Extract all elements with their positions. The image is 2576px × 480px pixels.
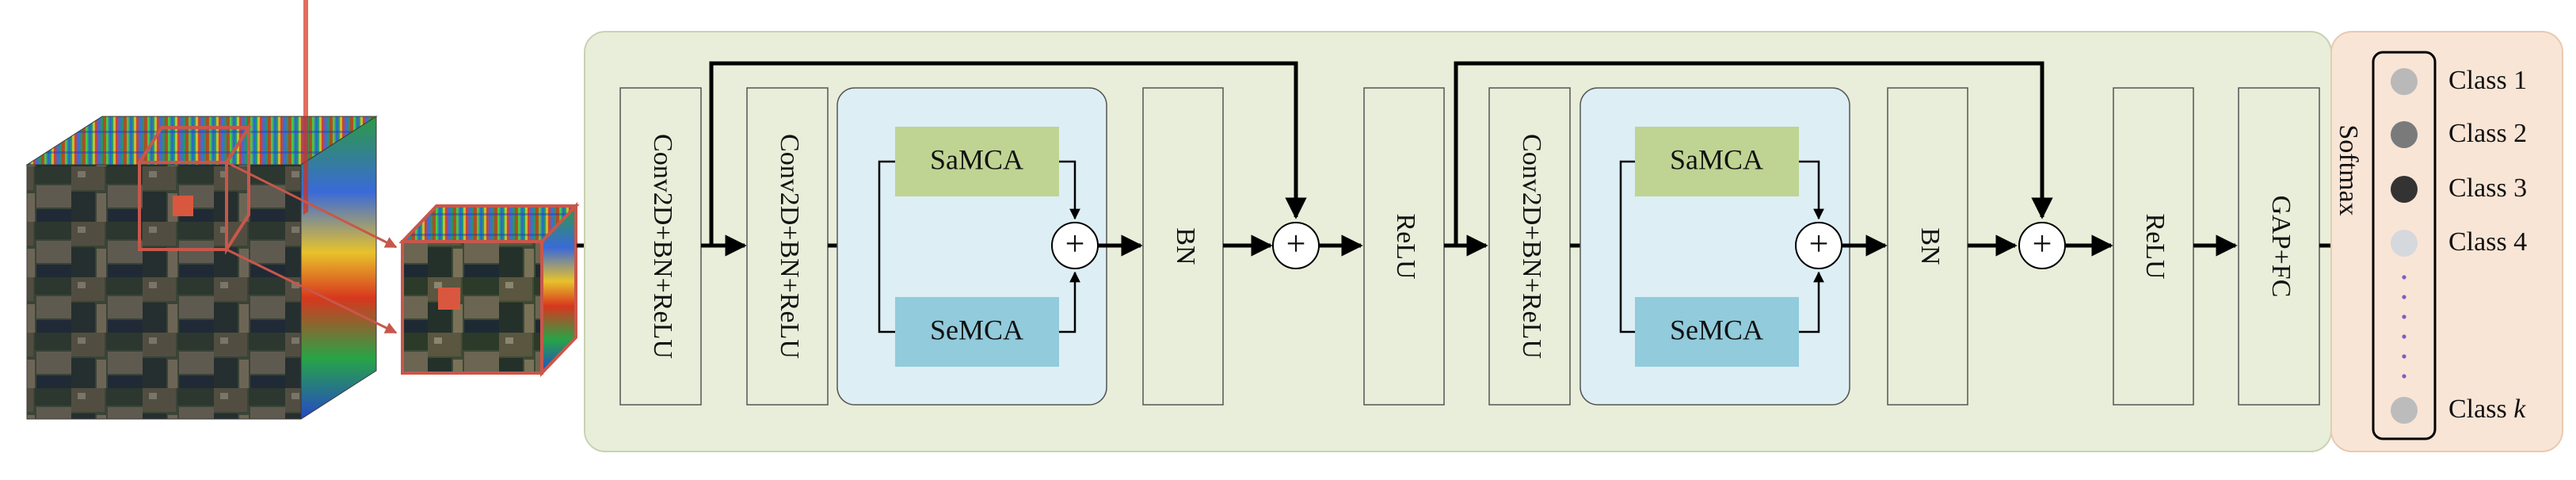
class-dot-1	[2391, 68, 2418, 95]
relu-block-2: ReLU	[2113, 87, 2194, 406]
residual-add-2-symbol: +	[2033, 224, 2052, 263]
conv-block-1: Conv2D+BN+ReLU	[619, 87, 702, 406]
patch-extraction-arrows	[226, 161, 398, 334]
attention-block-1: SaMCA SeMCA +	[836, 87, 1107, 406]
class-dot-k	[2391, 397, 2418, 424]
conv-block-3: Conv2D+BN+ReLU	[1488, 87, 1571, 406]
conv-block-3-label: Conv2D+BN+ReLU	[1517, 134, 1546, 359]
skip-connection-1	[709, 61, 1307, 246]
class-label-3: Class 3	[2448, 173, 2527, 203]
output-panel	[2330, 31, 2563, 452]
gap-fc-label: GAP+FC	[2266, 196, 2296, 298]
bn-block-2-label: BN	[1915, 227, 1945, 265]
conv-block-2: Conv2D+BN+ReLU	[746, 87, 829, 406]
class-ellipsis	[2402, 275, 2406, 379]
relu-block-1: ReLU	[1363, 87, 1445, 406]
conv-block-2-label: Conv2D+BN+ReLU	[775, 134, 804, 359]
softmax-label: Softmax	[2334, 124, 2363, 215]
attention-block-2: SaMCA SeMCA +	[1580, 87, 1850, 406]
residual-add-2: +	[2018, 222, 2066, 269]
class-dot-2	[2391, 121, 2418, 148]
hyperspectral-cube	[25, 0, 378, 420]
class-label-k: Class k	[2448, 394, 2526, 424]
class-label-k-prefix: Class	[2448, 394, 2513, 424]
class-list: Class 1 Class 2 Class 3 Class 4 Class k	[2391, 66, 2527, 424]
conv-block-1-label: Conv2D+BN+ReLU	[648, 134, 677, 359]
class-label-k-index: k	[2513, 394, 2526, 424]
samca-box-2	[1635, 127, 1799, 196]
samca-label-1: SaMCA	[930, 143, 1023, 175]
bn-block-1-label: BN	[1171, 227, 1200, 265]
residual-add-1-symbol: +	[1286, 224, 1306, 263]
class-dot-4	[2391, 230, 2418, 257]
residual-add-1: +	[1272, 222, 1320, 269]
class-label-2: Class 2	[2448, 119, 2527, 148]
class-dot-3	[2391, 176, 2418, 203]
samca-box-1	[895, 127, 1059, 196]
semca-box-1	[895, 297, 1059, 367]
semca-box-2	[1635, 297, 1799, 367]
samca-label-2: SaMCA	[1670, 143, 1763, 175]
class-label-1: Class 1	[2448, 66, 2527, 95]
semca-label-1: SeMCA	[930, 314, 1023, 345]
semca-label-2: SeMCA	[1670, 314, 1763, 345]
skip-connection-2	[1454, 61, 2053, 246]
bn-block-1: BN	[1142, 87, 1224, 406]
relu-block-1-label: ReLU	[1391, 213, 1420, 279]
add-operator-1: +	[1065, 224, 1085, 263]
relu-block-2-label: ReLU	[2140, 213, 2170, 279]
patch-cube	[398, 202, 580, 377]
class-label-4: Class 4	[2448, 227, 2527, 257]
bn-block-2: BN	[1887, 87, 1968, 406]
gap-fc-block: GAP+FC	[2238, 87, 2320, 406]
add-operator-2: +	[1809, 224, 1829, 263]
